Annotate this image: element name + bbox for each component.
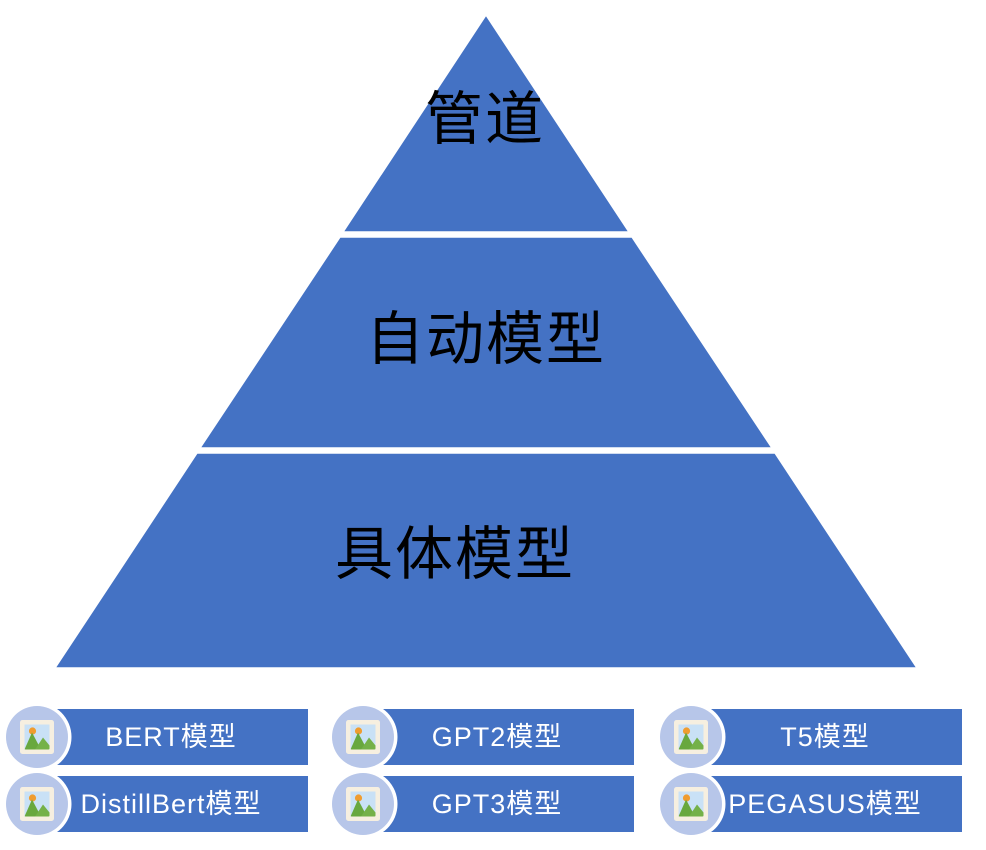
badge-graphic: [331, 705, 634, 769]
badge-graphic: [659, 772, 962, 836]
pyramid-graphic: [53, 13, 919, 669]
model-badge-gpt3: GPT3模型: [331, 772, 637, 836]
model-badge-t5: T5模型: [659, 705, 965, 769]
model-badge-label: DistillBert模型: [80, 789, 262, 819]
model-badge-label: BERT模型: [105, 722, 237, 752]
pyramid-level-bottom-label: 具体模型: [334, 522, 575, 587]
model-badge-label: PEGASUS模型: [728, 789, 922, 819]
pyramid-level-middle-label: 自动模型: [365, 307, 606, 372]
model-badge-label: GPT3模型: [431, 789, 563, 819]
model-badge-label: GPT2模型: [431, 722, 563, 752]
badge-graphic: [5, 772, 308, 836]
model-badge-bert: BERT模型: [5, 705, 311, 769]
model-badge-label: T5模型: [780, 722, 870, 752]
model-badge-gpt2: GPT2模型: [331, 705, 637, 769]
pyramid-level-top-shape: [341, 13, 631, 233]
badge-graphic: [5, 705, 308, 769]
model-badge-distillbert: DistillBert模型: [5, 772, 311, 836]
pyramid-level-bottom-shape: [53, 452, 919, 669]
pyramid-level-top-label: 管道: [424, 87, 545, 152]
model-badge-pegasus: PEGASUS模型: [659, 772, 965, 836]
pyramid-level-middle-shape: [198, 236, 774, 449]
badge-graphic: [659, 705, 962, 769]
badge-graphic: [331, 772, 634, 836]
